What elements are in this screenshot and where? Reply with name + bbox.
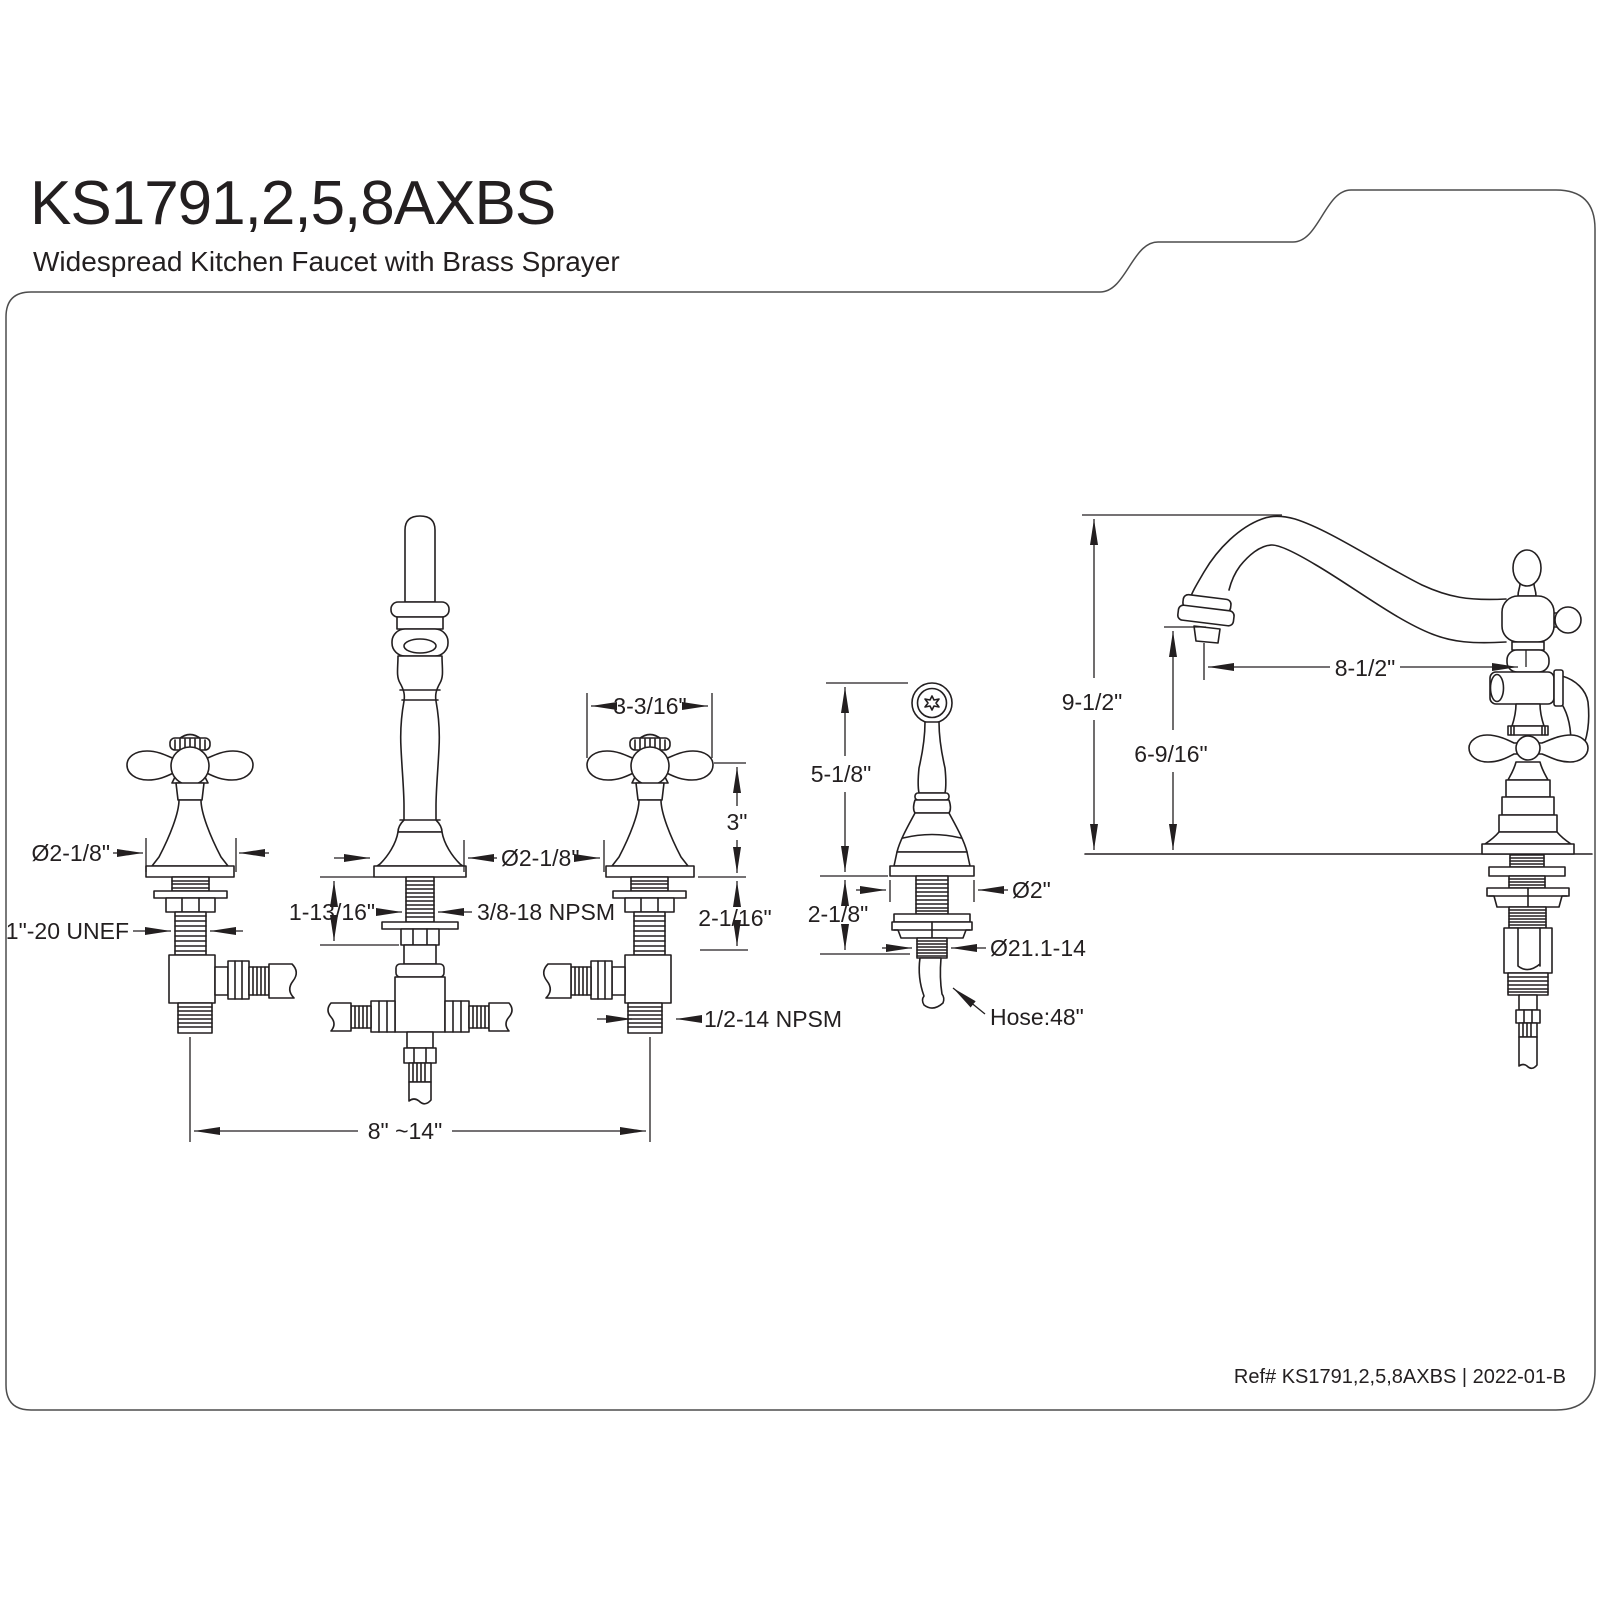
faucet-side-view-drawing bbox=[1082, 514, 1593, 1070]
dim-handle-shank-length: 2-1/16" bbox=[698, 905, 771, 931]
dim-handle-spread: 8" ~14" bbox=[368, 1118, 443, 1144]
left-handle-drawing bbox=[113, 733, 298, 1034]
dim-hose-length: Hose:48" bbox=[990, 1004, 1084, 1030]
dim-handle-outlet-thread: 1/2-14 NPSM bbox=[704, 1006, 842, 1032]
dim-spout-shank-thread: 3/8-18 NPSM bbox=[477, 899, 615, 925]
dim-left-handle-thread: 1"-20 UNEF bbox=[6, 918, 129, 944]
dim-sprayer-shank-length: 2-1/8" bbox=[808, 901, 869, 927]
center-spout-drawing bbox=[320, 515, 605, 1105]
dim-left-handle-diameter: Ø2-1/8" bbox=[32, 840, 110, 866]
right-handle-drawing bbox=[542, 693, 748, 1034]
spread-dimension bbox=[189, 1037, 651, 1142]
dim-spout-reach: 8-1/2" bbox=[1335, 655, 1396, 681]
dim-sprayer-mount-thread: Ø21.1-14 bbox=[990, 935, 1086, 961]
page-title: KS1791,2,5,8AXBS bbox=[30, 169, 556, 238]
dim-spout-shank-length: 1-13/16" bbox=[289, 899, 375, 925]
dim-spout-outlet-height: 6-9/16" bbox=[1134, 741, 1207, 767]
dim-shared-handle-diameter: Ø2-1/8" bbox=[501, 845, 579, 871]
sprayer-drawing bbox=[820, 682, 1008, 1015]
sheet-border bbox=[5, 189, 1596, 1411]
dim-overall-height: 9-1/2" bbox=[1062, 689, 1123, 715]
reference-number: Ref# KS1791,2,5,8AXBS | 2022-01-B bbox=[1233, 1366, 1566, 1388]
dim-sprayer-height: 5-1/8" bbox=[811, 761, 872, 787]
dim-handle-height: 3" bbox=[727, 809, 748, 835]
page-subtitle: Widespread Kitchen Faucet with Brass Spr… bbox=[33, 246, 620, 277]
dim-handle-width: 3-3/16" bbox=[613, 693, 686, 719]
dimension-labels: Ø2-1/8" 1"-20 UNEF 1-13/16" 3/8-18 NPSM … bbox=[6, 655, 1396, 1144]
dim-sprayer-base-diameter: Ø2" bbox=[1012, 877, 1051, 903]
